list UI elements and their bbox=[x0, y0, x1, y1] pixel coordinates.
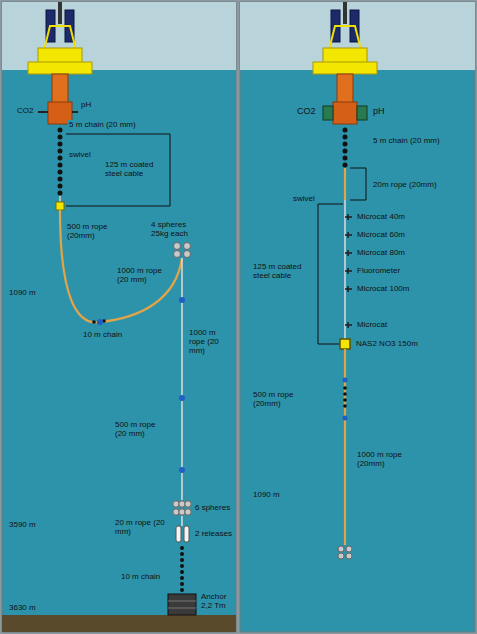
mooring-label: 500 m rope (20mm) bbox=[252, 390, 308, 408]
mooring-label: swivel bbox=[292, 194, 316, 203]
mooring-label: 5 m chain (20 mm) bbox=[68, 120, 137, 129]
mooring-label: 6 spheres bbox=[194, 503, 231, 512]
mooring-label: 125 m coated steel cable bbox=[252, 262, 316, 280]
mooring-label: 500 m rope (20mm) bbox=[66, 222, 118, 240]
mooring-label: swivel bbox=[68, 150, 92, 159]
mooring-label: 2 releases bbox=[194, 529, 233, 538]
mooring-label: NAS2 NO3 150m bbox=[355, 339, 419, 348]
mooring-label: CO2 bbox=[16, 106, 34, 115]
mooring-label: 500 m rope (20 mm) bbox=[114, 420, 166, 438]
mooring-label: 125 m coated steel cable bbox=[104, 160, 162, 178]
chain bbox=[343, 128, 348, 168]
mooring-label: Microcat 40m bbox=[356, 212, 406, 221]
mooring-label: Anchor 2,2 Tm bbox=[200, 592, 236, 610]
mooring-label: 20m rope (20mm) bbox=[372, 180, 438, 189]
mooring-label: 20 m rope (20 mm) bbox=[114, 518, 168, 536]
mooring-label: pH bbox=[80, 100, 92, 109]
spheres bbox=[174, 243, 191, 258]
spheres bbox=[338, 546, 352, 559]
mooring-label: Fluorometer bbox=[356, 266, 401, 275]
mooring-label: 5 m chain (20 mm) bbox=[372, 136, 441, 145]
mooring-label: 1000 m rope (20mm) bbox=[356, 450, 412, 468]
mooring-label: 10 m chain bbox=[120, 572, 161, 581]
buoy bbox=[313, 2, 377, 124]
mooring-label: 1000 m rope (20 mm) bbox=[188, 328, 234, 356]
bracket bbox=[318, 204, 343, 344]
mooring-label: Microcat bbox=[356, 320, 388, 329]
mooring-label: Microcat 60m bbox=[356, 230, 406, 239]
mooring-label: pH bbox=[372, 106, 386, 116]
buoy bbox=[28, 2, 92, 124]
mooring-label: 1090 m bbox=[8, 288, 37, 297]
mooring-label: 3590 m bbox=[8, 520, 37, 529]
mooring-label: Microcat 100m bbox=[356, 284, 410, 293]
anchor bbox=[168, 594, 196, 615]
mooring-label: CO2 bbox=[296, 106, 317, 116]
mooring-label: 3630 m bbox=[8, 603, 37, 612]
mooring-label: 1000 m rope (20 mm) bbox=[116, 266, 166, 284]
mooring-label: 10 m chain bbox=[82, 330, 123, 339]
mooring-label: 4 spheres 25kg each bbox=[150, 220, 198, 238]
instrument-mark bbox=[345, 214, 352, 328]
chain bbox=[180, 546, 184, 592]
chain bbox=[58, 128, 63, 196]
mooring-label: Microcat 80m bbox=[356, 248, 406, 257]
spheres bbox=[173, 501, 191, 515]
bracket bbox=[66, 134, 170, 206]
mooring-label: 1090 m bbox=[252, 490, 281, 499]
releases bbox=[176, 526, 189, 542]
